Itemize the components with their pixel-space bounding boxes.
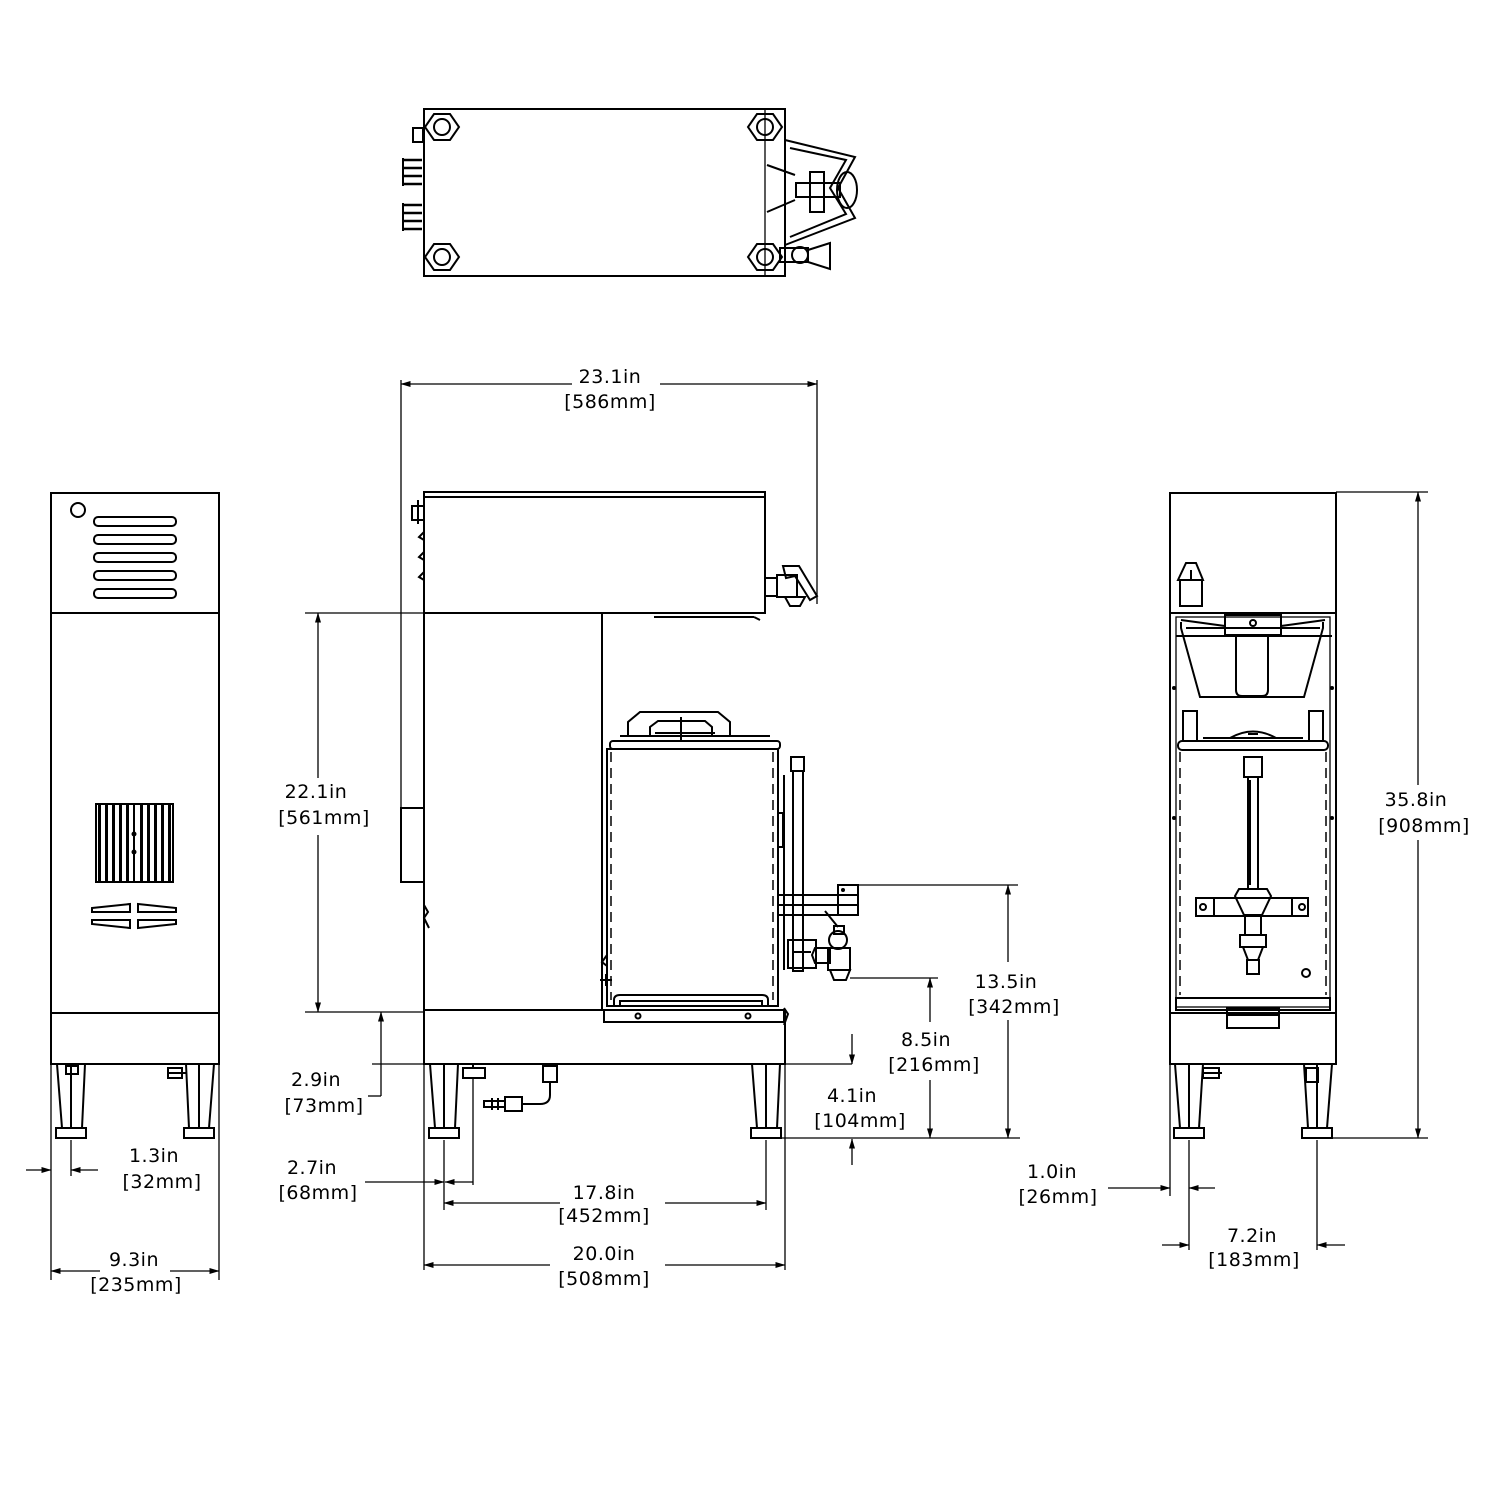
dim-front-leg-inset-mm: [26mm] <box>1018 1186 1097 1208</box>
dim-faucet-height-front-mm: [342mm] <box>968 996 1060 1018</box>
dim-base-height-mm: [73mm] <box>284 1095 363 1117</box>
dim-leg-height-mm: [104mm] <box>814 1110 906 1132</box>
dim-leg-clearance-mm: [561mm] <box>278 807 370 829</box>
dim-front-leg-spacing-mm: [183mm] <box>1208 1249 1300 1271</box>
dim-overall-height-in: 35.8in <box>1385 789 1448 811</box>
top-view <box>402 108 858 277</box>
dim-leg-clearance-in: 22.1in <box>285 781 348 803</box>
dim-base-height-in: 2.9in <box>291 1069 341 1091</box>
dim-leg-spacing-in: 17.8in <box>573 1182 636 1204</box>
dim-faucet-height-in: 8.5in <box>901 1029 951 1051</box>
dim-leg-spacing-mm: [452mm] <box>558 1205 650 1227</box>
dim-overall-height-mm: [908mm] <box>1378 815 1470 837</box>
center-side-view <box>400 491 859 1139</box>
left-side-view <box>50 492 220 1139</box>
dim-side-leg-inset-in: 1.3in <box>129 1145 179 1167</box>
dim-front-leg-spacing-in: 7.2in <box>1227 1225 1277 1247</box>
dim-width-in: 9.3in <box>109 1249 159 1271</box>
dim-faucet-height-front-in: 13.5in <box>975 971 1038 993</box>
dim-overall-depth-in: 23.1in <box>579 366 642 388</box>
dim-base-depth-in: 20.0in <box>573 1243 636 1265</box>
dim-leg-height-in: 4.1in <box>827 1085 877 1107</box>
dim-faucet-height-mm: [216mm] <box>888 1054 980 1076</box>
dim-side-leg-inset-mm: [32mm] <box>122 1171 201 1193</box>
dim-front-leg-inset-in: 1.0in <box>1027 1161 1077 1183</box>
dim-rear-leg-inset-mm: [68mm] <box>278 1182 357 1204</box>
dim-overall-depth-mm: [586mm] <box>564 391 656 413</box>
dimension-lines <box>26 380 1428 1280</box>
dim-width-mm: [235mm] <box>90 1274 182 1296</box>
dimension-labels: 23.1in [586mm] 22.1in [561mm] 35.8in [90… <box>90 366 1470 1296</box>
front-view <box>1169 492 1337 1139</box>
dim-base-depth-mm: [508mm] <box>558 1268 650 1290</box>
dim-rear-leg-inset-in: 2.7in <box>287 1157 337 1179</box>
